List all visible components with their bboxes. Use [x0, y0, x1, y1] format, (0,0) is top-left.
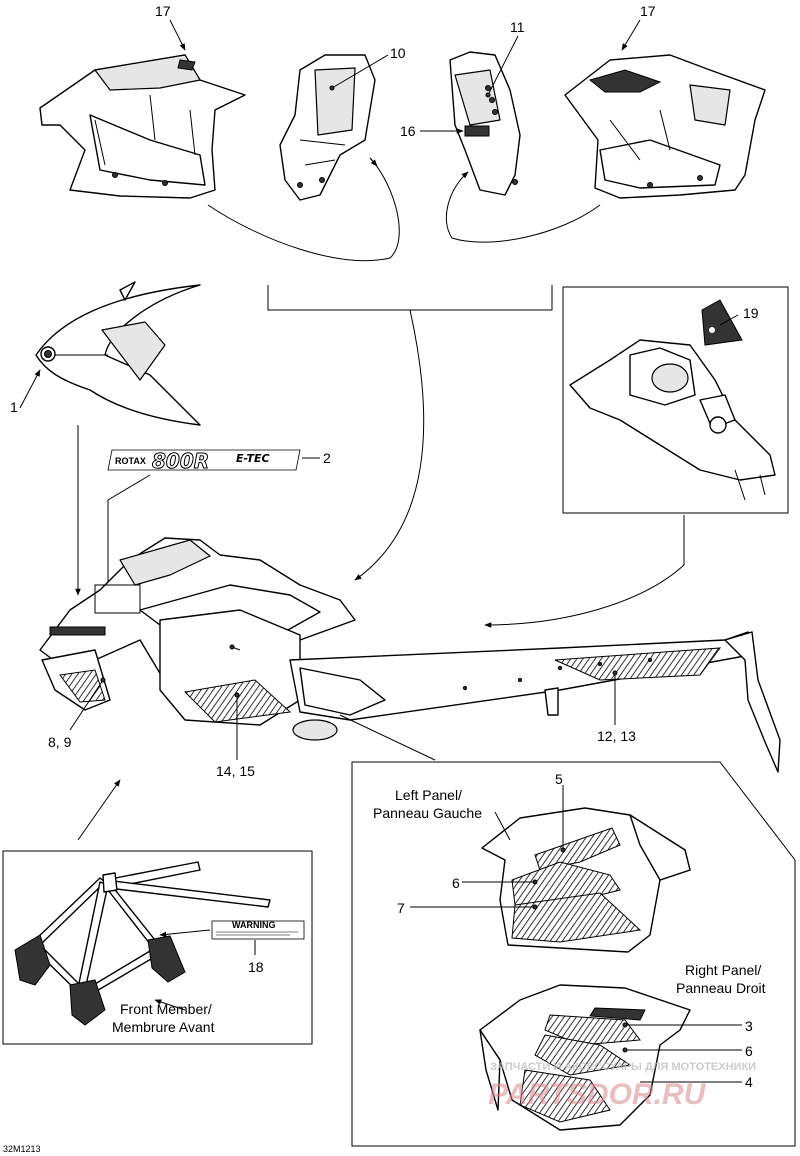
- front-member-inset: [2, 850, 313, 1045]
- front-member-18: [14, 861, 271, 1026]
- inner-panel-11: [449, 51, 521, 196]
- callout-8-9: 8, 9: [48, 734, 72, 750]
- right-panel-label-1: Right Panel/: [685, 962, 761, 978]
- callout-19: 19: [743, 305, 759, 321]
- callout-18: 18: [248, 959, 264, 975]
- warning-label-18: WARNING: [211, 920, 305, 940]
- callout-3: 3: [745, 1018, 753, 1034]
- left-panel-assembly: [481, 807, 691, 953]
- warning-title-text: WARNING: [232, 920, 276, 930]
- callout-10: 10: [390, 45, 406, 61]
- decal-brand-text: ROTAX: [115, 456, 146, 466]
- front-member-label-2: Membrure Avant: [112, 1019, 215, 1035]
- callout-16: 16: [400, 123, 416, 139]
- callout-14-15: 14, 15: [216, 763, 255, 779]
- nose-decal-1: [35, 281, 201, 426]
- callout-4: 4: [745, 1074, 753, 1090]
- decal-suffix-text: E-TEC: [236, 452, 270, 465]
- callout-6-left: 6: [452, 875, 460, 891]
- inner-panel-10: [279, 54, 376, 201]
- right-panel-label-2: Panneau Droit: [676, 980, 766, 996]
- callout-2: 2: [323, 450, 331, 466]
- callout-1: 1: [10, 399, 18, 415]
- panels-inset: [351, 761, 796, 1147]
- left-panel-label-2: Panneau Gauche: [373, 805, 482, 821]
- side-panel-left-top: [39, 54, 246, 199]
- rotax-decal-2: ROTAX 800R E-TEC: [107, 449, 301, 474]
- callout-7: 7: [397, 900, 405, 916]
- callout-17-right: 17: [640, 3, 656, 19]
- gauge-support-19: [569, 299, 776, 501]
- side-panel-right-top: [564, 54, 766, 199]
- callout-11: 11: [510, 19, 525, 35]
- gauge-support-inset: [562, 286, 789, 514]
- callout-5: 5: [555, 771, 563, 787]
- left-panel-label-1: Left Panel/: [395, 787, 462, 803]
- watermark-line-2: PARTSDOR.RU: [488, 1078, 707, 1111]
- front-member-label-1: Front Member/: [120, 1001, 212, 1017]
- snowmobile-body: [39, 537, 781, 773]
- callout-17-left: 17: [155, 3, 171, 19]
- callout-12-13: 12, 13: [597, 728, 636, 744]
- diagram-code: 32M1213: [3, 1144, 41, 1154]
- watermark-line-1: ЗАПЧАСТИ И АКСЕССУАРЫ ДЛЯ МОТОТЕХНИКИ: [490, 1061, 756, 1073]
- decal-model-text: 800R: [152, 449, 209, 473]
- right-panel-assembly: [479, 984, 691, 1131]
- callout-6-right: 6: [745, 1043, 753, 1059]
